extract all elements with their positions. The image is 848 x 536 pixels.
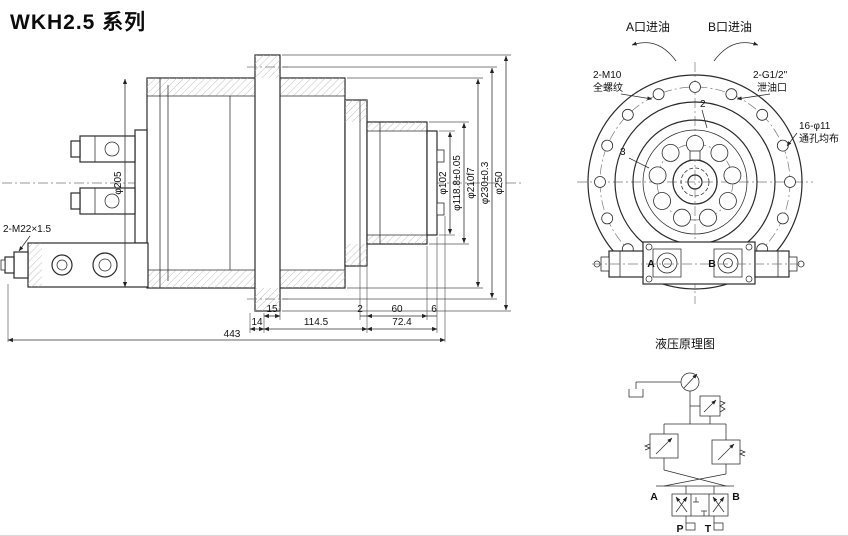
dim-phi250: φ250 — [494, 171, 505, 195]
dim-60: 60 — [391, 304, 403, 315]
valve-block — [0, 242, 149, 288]
part-number-2: 2 — [700, 99, 706, 110]
schematic-port-p: P — [676, 523, 683, 535]
schematic-title: 液压原理图 — [655, 336, 715, 351]
port-label-group: 2-M22×1.5 — [3, 224, 52, 252]
rotation-arrow-ccw-icon — [631, 41, 677, 62]
inlet-a-label: A口进油 — [626, 20, 670, 34]
part-number-3: 3 — [620, 147, 626, 158]
schematic-lines — [628, 372, 747, 531]
dim-phi118: φ118.8±0.05 — [452, 155, 463, 211]
schematic-port-b: B — [732, 491, 740, 503]
dim-phi230: φ230±0.3 — [480, 161, 491, 204]
rotation-arrows: A口进油 B口进油 — [626, 20, 759, 62]
holes-label-line1: 16-φ11 — [799, 121, 831, 132]
motor-body — [146, 77, 346, 289]
leader-line — [18, 235, 31, 252]
directional-valve-symbol — [671, 493, 729, 517]
dim-72-4: 72.4 — [392, 317, 412, 328]
schematic-port-a: A — [650, 491, 658, 503]
schematic-port-t: T — [705, 523, 712, 535]
length-dimensions: 15 2 60 6 14 114.5 72.4 443 — [7, 216, 446, 343]
diameter-dimensions: φ205 φ102 φ118.8±0.05 φ210f7 φ230±0.3 — [113, 54, 511, 312]
drain-label-line1: 2-G1/2" — [753, 70, 788, 81]
part-numbers: 2 3 — [620, 99, 708, 169]
inlet-b-label: B口进油 — [708, 20, 752, 34]
page-title: WKH2.5 系列 — [10, 11, 147, 34]
port-b-label: B — [708, 258, 716, 270]
dim-443: 443 — [224, 329, 241, 340]
cam-rollers — [648, 135, 742, 227]
output-section — [344, 99, 445, 267]
dim-2: 2 — [357, 304, 363, 315]
dim-phi102: φ102 — [438, 171, 449, 195]
hub — [672, 150, 718, 205]
callout-labels: 2-M10 全螺纹 2-G1/2" 泄油口 16-φ11 通孔均布 — [593, 70, 839, 147]
front-view: 2 3 A口进油 B口进油 2-M10 全螺纹 2-G1/2" 泄油口 16-φ… — [577, 20, 839, 304]
rotation-arrow-cw-icon — [713, 41, 759, 62]
port-manifold: A B — [592, 241, 805, 285]
dim-15: 15 — [266, 304, 278, 315]
drain-label-line2: 泄油口 — [757, 81, 787, 94]
hydraulic-schematic: 液压原理图 — [628, 336, 747, 535]
dim-6: 6 — [431, 304, 437, 315]
dim-phi205: φ205 — [113, 171, 124, 195]
port-a-label: A — [647, 258, 655, 270]
side-view: 2-M22×1.5 φ205 φ102 φ118.8±0.05 φ210f7 — [0, 54, 522, 343]
dim-phi210: φ210f7 — [466, 167, 477, 199]
mounting-flange — [247, 54, 288, 312]
port-label-m22: 2-M22×1.5 — [3, 224, 52, 235]
dim-114-5: 114.5 — [304, 317, 329, 328]
thread-label-line2: 全螺纹 — [593, 81, 623, 94]
dim-14: 14 — [251, 317, 263, 328]
thread-label-line1: 2-M10 — [593, 70, 622, 81]
tank-symbol — [628, 389, 644, 398]
holes-label-line2: 通孔均布 — [799, 133, 839, 145]
brake-valve-cartridges — [70, 129, 148, 244]
